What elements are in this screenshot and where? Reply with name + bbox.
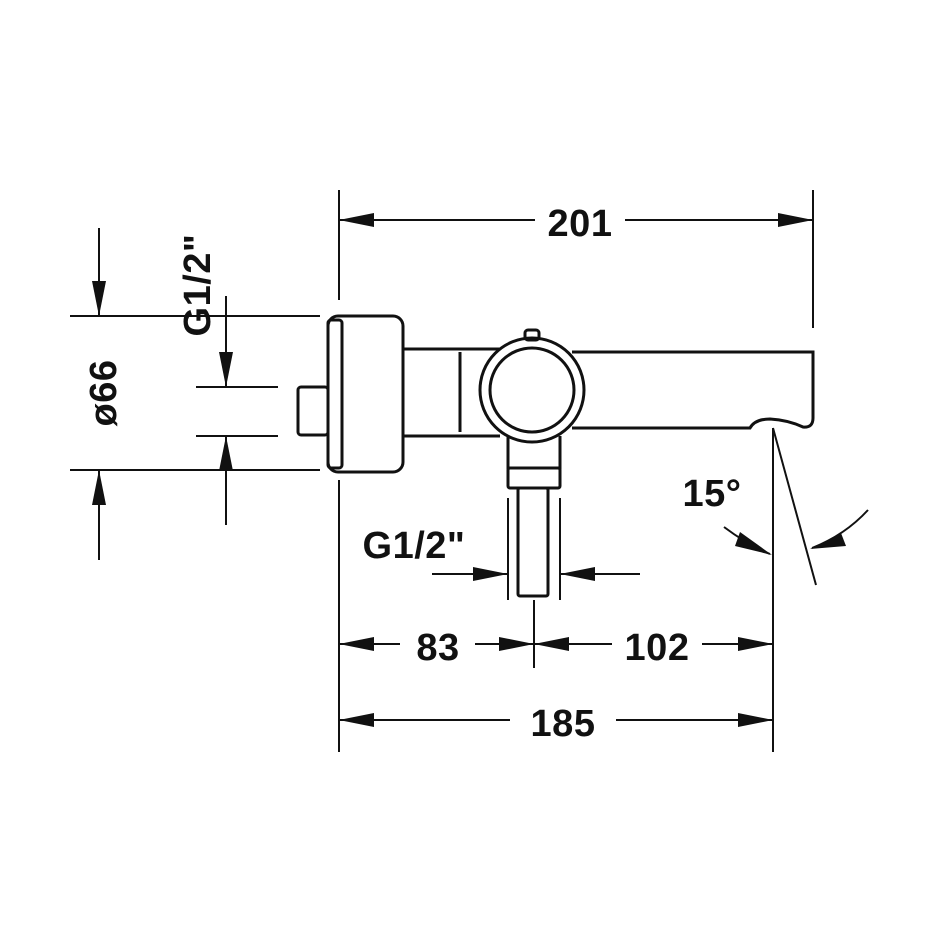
dimension-overall: 201 xyxy=(338,190,814,328)
dimension-diameter: ø66 xyxy=(70,228,320,560)
wall-rosette xyxy=(326,314,405,474)
dimension-thread-side: G1/2" xyxy=(177,234,278,525)
inlet-pipe xyxy=(516,486,550,598)
mixer-handle-inner xyxy=(488,346,576,434)
dimension-outlet-offset: 185 xyxy=(339,703,773,745)
wall-connector xyxy=(296,385,330,437)
rosette-ring xyxy=(326,318,344,470)
dimension-thread-bottom-label: G1/2" xyxy=(363,525,466,567)
faucet-outline xyxy=(296,314,815,598)
dimension-angle: 15° xyxy=(683,427,869,586)
dimension-diameter-label: ø66 xyxy=(83,360,125,427)
dimension-angle-label: 15° xyxy=(683,473,742,515)
dimension-split: 83 102 xyxy=(338,428,774,752)
bottom-connector xyxy=(506,466,562,490)
dimension-thread-bottom: G1/2" xyxy=(363,498,640,600)
dimension-thread-side-label: G1/2" xyxy=(177,234,219,337)
dimension-185-label: 185 xyxy=(531,703,596,745)
dimension-83-label: 83 xyxy=(416,627,459,669)
dimension-201-label: 201 xyxy=(548,203,613,245)
spout xyxy=(572,350,815,430)
mixer-handle-outer xyxy=(478,336,586,444)
dimension-102-label: 102 xyxy=(625,627,690,669)
handle-knob xyxy=(523,328,541,342)
